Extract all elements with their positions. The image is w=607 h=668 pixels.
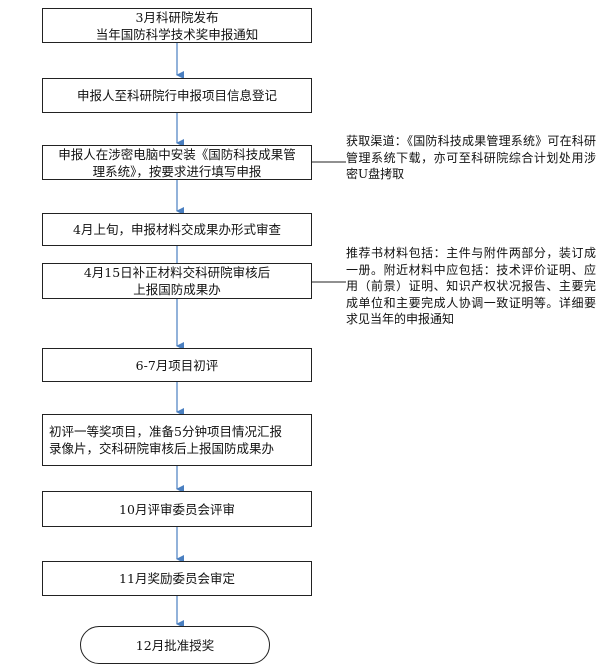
step-3-line-1: 申报人在涉密电脑中安装《国防科技成果管	[58, 146, 296, 162]
step-award-approval: 11月奖励委员会审定	[42, 561, 312, 596]
note-materials: 推荐书材料包括：主件与附件两部分，装订成一册。附近材料中应包括：技术评价证明、应…	[346, 246, 596, 326]
note-acquire-channel: 获取渠道：《国防科技成果管理系统》可在科研管理系统下载，亦可至科研院综合计划处用…	[346, 134, 596, 181]
step-initial-review: 6-7月项目初评	[42, 348, 312, 382]
step-committee-review: 10月评审委员会评审	[42, 491, 312, 527]
step-1-line-1: 3月科研院发布	[135, 9, 219, 25]
step-4-text: 4月上旬，申报材料交成果办形式审查	[73, 222, 281, 237]
step-5-line-1: 4月15日补正材料交科研院审核后	[83, 265, 271, 280]
step-publish-notice: 3月科研院发布 当年国防科学技术奖申报通知	[42, 8, 312, 43]
step-7-line-1: 初评一等奖项目，准备5分钟项目情况汇报	[49, 424, 282, 439]
step-9-text: 11月奖励委员会审定	[119, 571, 235, 586]
step-2-text: 申报人至科研院行申报项目信息登记	[76, 88, 277, 103]
step-grant-award: 12月批准授奖	[80, 626, 270, 664]
step-10-text: 12月批准授奖	[135, 637, 215, 653]
step-registration: 申报人至科研院行申报项目信息登记	[42, 78, 312, 113]
step-first-prize-video: 初评一等奖项目，准备5分钟项目情况汇报 录像片，交科研院审核后上报国防成果办	[42, 414, 312, 466]
step-6-text: 6-7月项目初评	[135, 357, 219, 373]
step-5-line-2: 上报国防成果办	[133, 282, 221, 297]
step-format-review: 4月上旬，申报材料交成果办形式审查	[42, 213, 312, 246]
step-8-text: 10月评审委员会评审	[119, 501, 235, 517]
step-7-line-2: 录像片，交科研院审核后上报国防成果办	[49, 441, 275, 456]
step-3-line-2: 理系统》，按要求进行填写申报	[92, 163, 262, 179]
step-install-system: 申报人在涉密电脑中安装《国防科技成果管 理系统》，按要求进行填写申报	[42, 145, 312, 180]
step-submit-supplement: 4月15日补正材料交科研院审核后 上报国防成果办	[42, 263, 312, 299]
step-1-line-2: 当年国防科学技术奖申报通知	[95, 26, 259, 42]
